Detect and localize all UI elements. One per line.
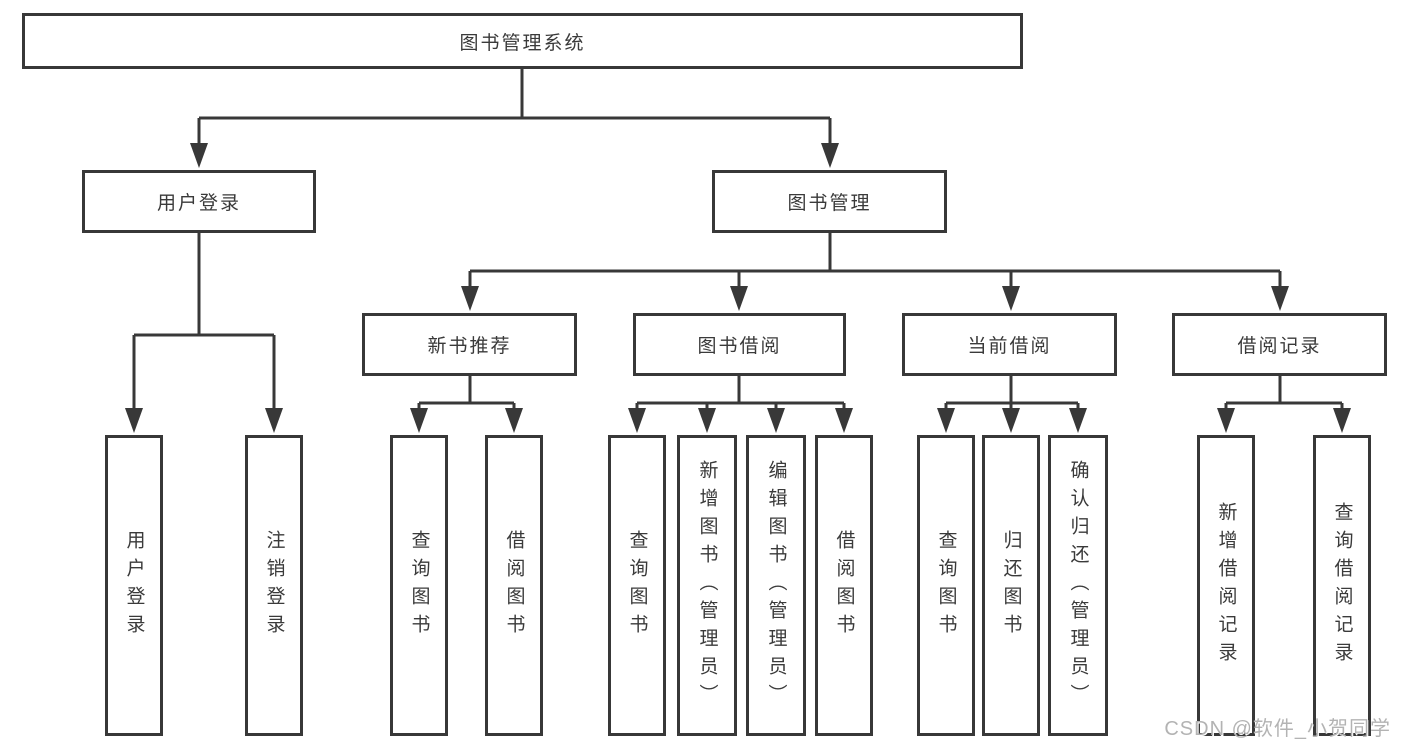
node-label: 新书推荐 [427,336,512,357]
connector-current-borrow-to-leaves [944,376,1080,410]
connector-root-to-level2 [197,69,832,146]
node-label: 新增借阅记录 [1215,501,1237,670]
leaf-add-borrow-record: 新增借阅记录 [1197,435,1255,736]
leaf-return-book: 归还图书 [982,435,1040,736]
node-label: 新增图书（管理员） [696,459,718,712]
node-label: 借阅图书 [503,529,525,642]
node-label: 查询图书 [626,529,648,642]
node-label: 当前借阅 [967,336,1052,357]
node-label: 用户登录 [156,193,241,214]
node-label: 图书管理 [787,193,872,214]
leaf-add-book-admin: 新增图书（管理员） [677,435,737,736]
leaf-user-login: 用户登录 [105,435,163,736]
connector-user-login-to-leaves [132,233,276,410]
node-label: 查询借阅记录 [1331,501,1353,670]
node-label: 注销登录 [263,529,285,642]
leaf-edit-book-admin: 编辑图书（管理员） [746,435,806,736]
node-library-management-system: 图书管理系统 [22,13,1023,69]
node-user-login: 用户登录 [82,170,316,233]
node-label: 归还图书 [1000,529,1022,642]
csdn-watermark: CSDN @软件_小贺同学 [1164,718,1391,740]
leaf-borrow-book-recommend: 借阅图书 [485,435,543,736]
connector-borrow-record-to-leaves [1224,376,1344,410]
connector-book-borrow-to-leaves [635,376,846,410]
node-label: 确认归还（管理员） [1067,459,1089,712]
node-book-management: 图书管理 [712,170,947,233]
node-label: 用户登录 [123,529,145,642]
node-book-borrow: 图书借阅 [633,313,846,376]
leaf-query-book-current: 查询图书 [917,435,975,736]
node-label: 借阅图书 [833,529,855,642]
node-label: 编辑图书（管理员） [765,459,787,712]
node-label: 查询图书 [935,529,957,642]
node-label: 查询图书 [408,529,430,642]
node-label: 借阅记录 [1237,336,1322,357]
node-borrow-record: 借阅记录 [1172,313,1387,376]
connector-book-mgmt-to-level3 [468,233,1282,288]
connector-new-book-to-leaves [417,376,516,410]
node-current-borrow: 当前借阅 [902,313,1117,376]
node-new-book-recommend: 新书推荐 [362,313,577,376]
leaf-query-book-recommend: 查询图书 [390,435,448,736]
leaf-query-borrow-record: 查询借阅记录 [1313,435,1371,736]
node-label: 图书借阅 [697,336,782,357]
leaf-query-book-borrow: 查询图书 [608,435,666,736]
leaf-logout: 注销登录 [245,435,303,736]
leaf-confirm-return-admin: 确认归还（管理员） [1048,435,1108,736]
leaf-borrow-book: 借阅图书 [815,435,873,736]
node-label: 图书管理系统 [459,32,586,54]
